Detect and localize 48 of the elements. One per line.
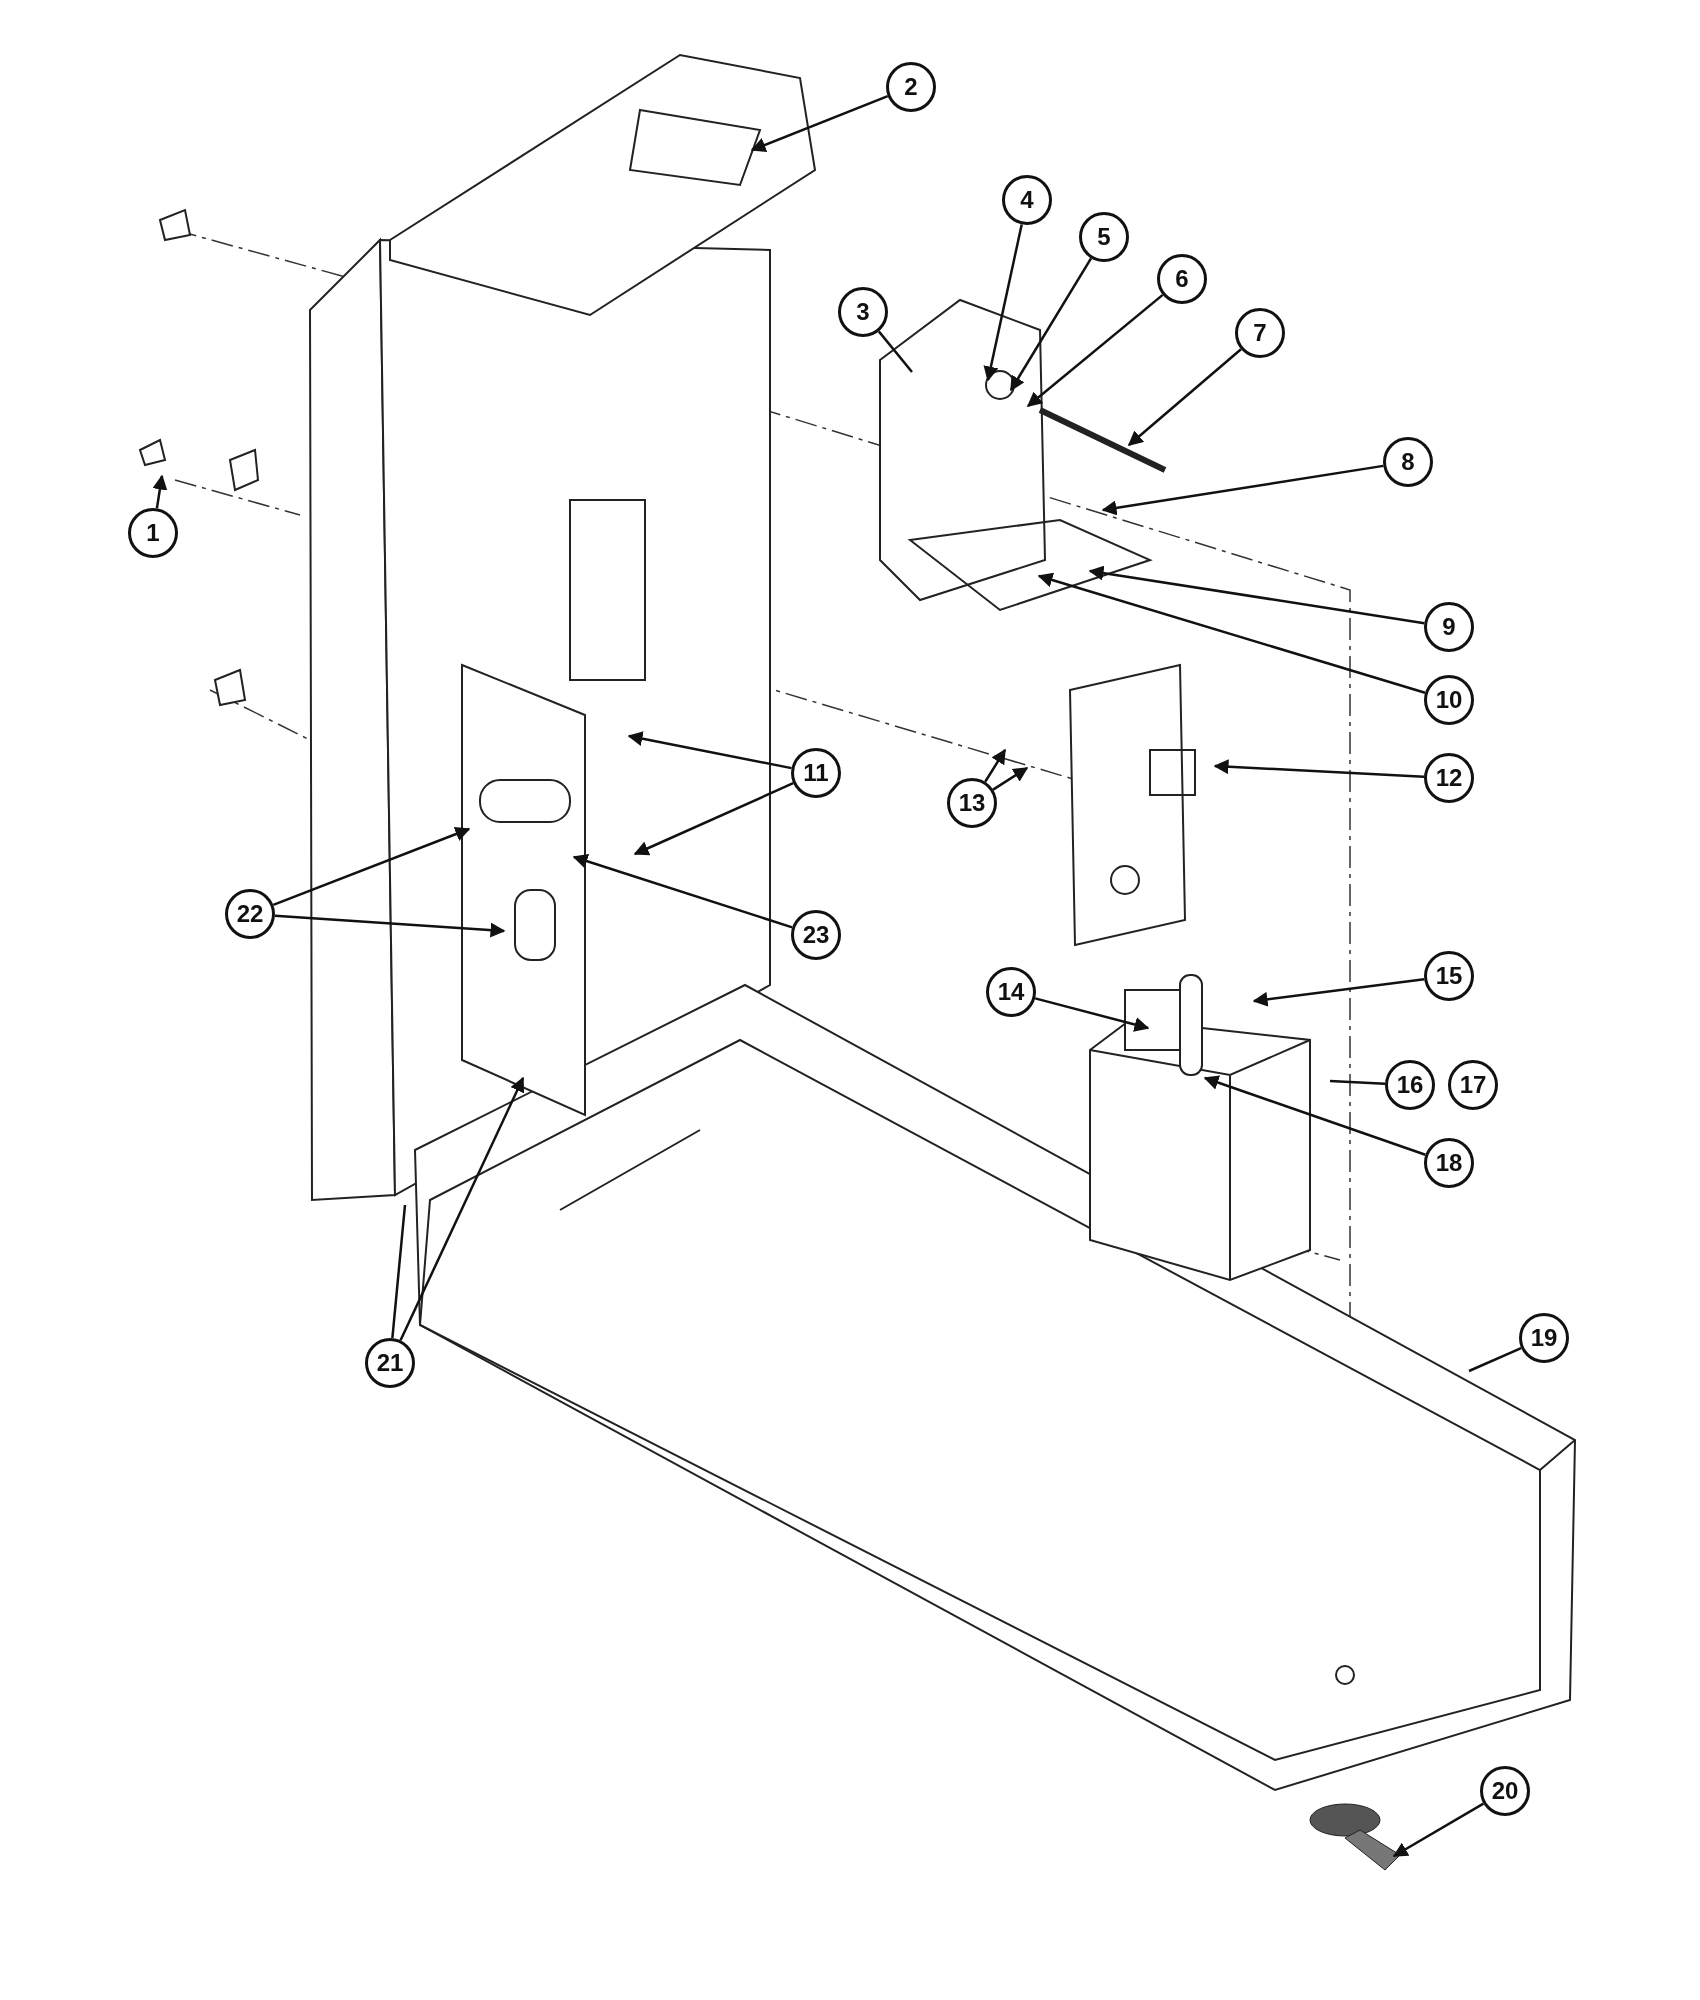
- leader-line: [1468, 1346, 1522, 1373]
- leader-line: [750, 95, 889, 152]
- leader-line: [1101, 464, 1384, 516]
- leader-line: [152, 474, 168, 509]
- leader-line: [633, 782, 794, 856]
- callout-number: 23: [791, 910, 841, 960]
- callout-number: 21: [365, 1338, 415, 1388]
- callout-number: 12: [1424, 753, 1474, 803]
- leader-line: [572, 854, 793, 929]
- callout-number: 19: [1519, 1313, 1569, 1363]
- callout-number: 5: [1079, 212, 1129, 262]
- callout-number: 3: [838, 287, 888, 337]
- leader-line: [274, 914, 506, 938]
- callout-number: 17: [1448, 1060, 1498, 1110]
- leader-line: [391, 1204, 407, 1339]
- callout-number: 10: [1424, 675, 1474, 725]
- callout-number: 8: [1383, 437, 1433, 487]
- leader-line: [627, 731, 792, 770]
- leader-line: [1088, 565, 1425, 625]
- callout-number: 6: [1157, 254, 1207, 304]
- leader-line: [1037, 572, 1426, 694]
- callout-number: 22: [225, 889, 275, 939]
- callout-number: 15: [1424, 951, 1474, 1001]
- callout-number: 4: [1002, 175, 1052, 225]
- leader-line: [983, 224, 1023, 382]
- leader-line: [399, 1076, 525, 1341]
- callout-number: 1: [128, 508, 178, 558]
- callout-number: 7: [1235, 308, 1285, 358]
- callout-number: 16: [1385, 1060, 1435, 1110]
- leader-line: [1213, 759, 1425, 778]
- leader-line: [1127, 348, 1242, 446]
- leader-line: [1034, 997, 1150, 1032]
- leader-line: [1009, 257, 1093, 392]
- callout-number: 11: [791, 748, 841, 798]
- callout-number: 18: [1424, 1138, 1474, 1188]
- callout-number: 14: [986, 967, 1036, 1017]
- leader-line: [1392, 1802, 1485, 1858]
- callout-number: 13: [947, 778, 997, 828]
- leader-line: [1203, 1075, 1426, 1156]
- callout-number: 9: [1424, 602, 1474, 652]
- callout-number: 2: [886, 62, 936, 112]
- leader-line: [992, 766, 1029, 791]
- leader-line: [272, 826, 471, 907]
- leader-line: [1252, 977, 1425, 1007]
- leader-line: [1329, 1079, 1386, 1085]
- leader-line: [984, 748, 1007, 783]
- leader-line: [1026, 293, 1164, 407]
- callout-number: 20: [1480, 1766, 1530, 1816]
